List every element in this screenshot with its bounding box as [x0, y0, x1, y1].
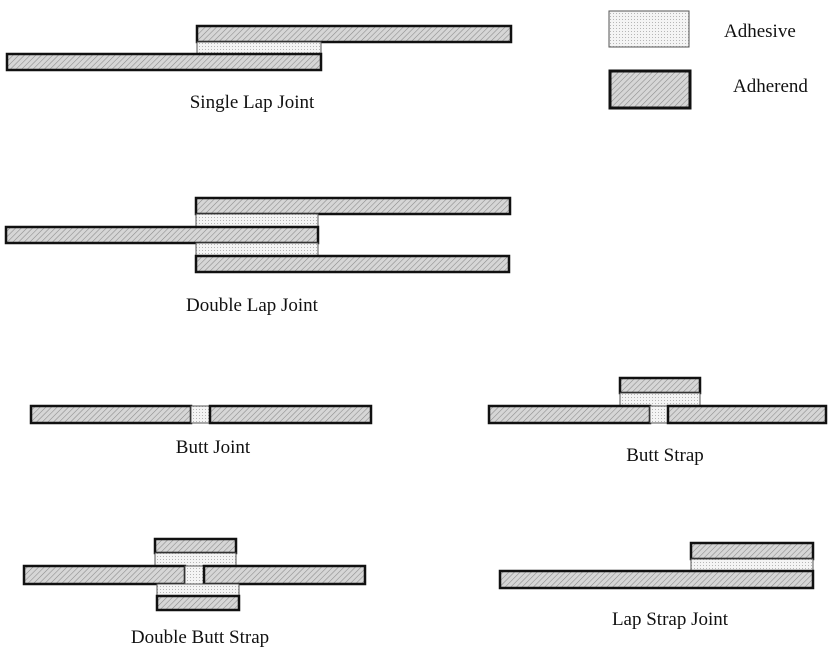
double-butt-strap: Double Butt Strap: [22, 537, 367, 648]
adherend-middle: [4, 225, 320, 245]
butt-strap: Butt Strap: [487, 376, 828, 466]
lap-strap-joint-label: Lap Strap Joint: [612, 609, 729, 630]
lap-strap-joint: Lap Strap Joint: [498, 541, 815, 630]
legend-adherend-swatch: [608, 69, 692, 110]
adherend-left: [22, 564, 187, 586]
adhesive-layer-top: [195, 213, 319, 228]
strap: [618, 376, 702, 395]
legend-adhesive-swatch: [608, 10, 690, 48]
adherend-left: [29, 404, 193, 425]
adherend-lower: [5, 52, 323, 72]
single-lap-joint: Single Lap Joint: [5, 24, 513, 113]
legend-adhesive-label: Adhesive: [724, 21, 796, 42]
adhesive-layer: [196, 41, 322, 55]
adherend-right: [208, 404, 373, 425]
adhesive-gap: [190, 405, 211, 424]
butt-joint: Butt Joint: [29, 404, 373, 458]
strap-bottom: [155, 594, 241, 612]
single-lap-joint-label: Single Lap Joint: [190, 92, 315, 113]
adherend-top: [194, 196, 512, 216]
double-butt-strap-label: Double Butt Strap: [131, 627, 269, 648]
adherend-lower: [498, 569, 815, 590]
adhesive-layer: [690, 558, 814, 572]
adherend-bottom: [194, 254, 511, 274]
legend-adherend-label: Adherend: [733, 76, 808, 97]
adhesive-gap: [184, 565, 205, 585]
adhesive-layer-bottom: [156, 583, 240, 597]
adhesive-layer: [619, 392, 701, 407]
adherend-right: [202, 564, 367, 586]
butt-strap-label: Butt Strap: [626, 445, 704, 466]
adherend-left: [487, 404, 652, 425]
adhesive-gap: [649, 405, 669, 424]
strap: [689, 541, 815, 561]
strap-top: [153, 537, 238, 555]
adhesive-layer-bottom: [195, 242, 319, 257]
legend: Adhesive Adherend: [608, 10, 808, 110]
double-lap-joint: Double Lap Joint: [4, 196, 512, 316]
adherend-right: [666, 404, 828, 425]
adherend-upper: [195, 24, 513, 44]
butt-joint-label: Butt Joint: [176, 437, 251, 458]
double-lap-joint-label: Double Lap Joint: [186, 295, 319, 316]
adhesive-layer-top: [154, 552, 237, 567]
